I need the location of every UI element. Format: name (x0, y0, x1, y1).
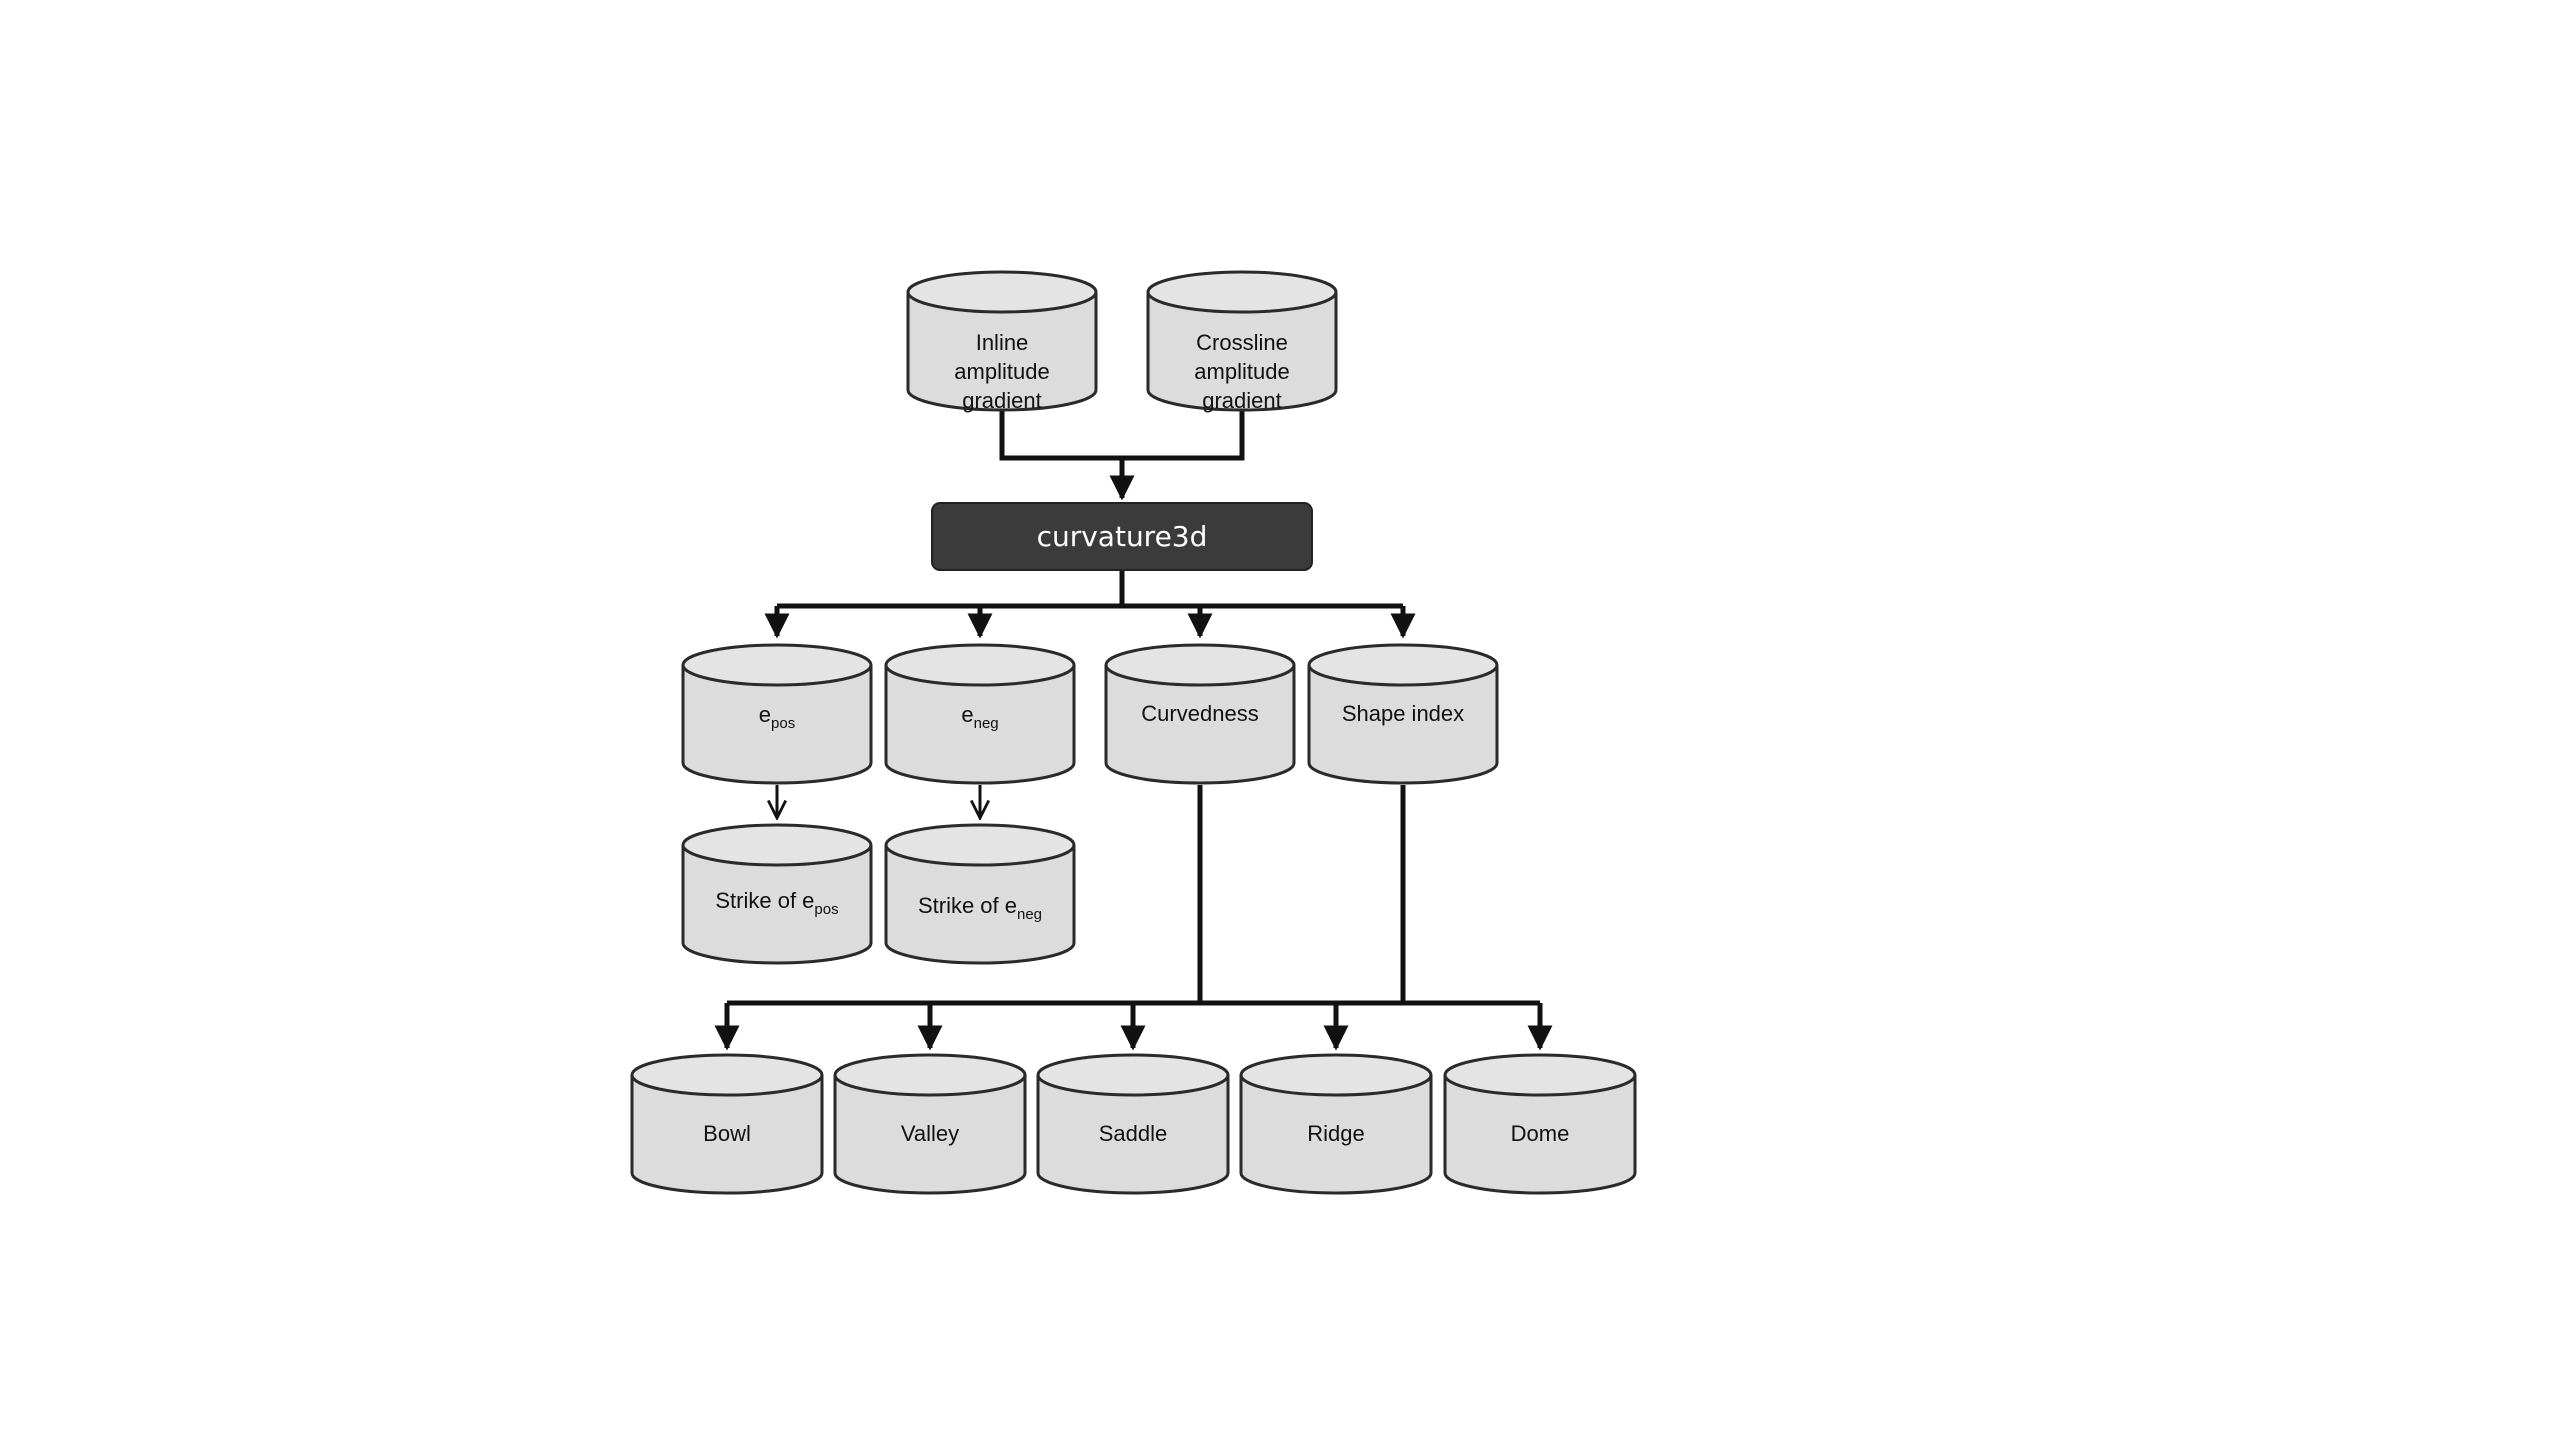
strike-neg-subscript: neg (1017, 906, 1042, 923)
dome-label: Dome (1511, 1121, 1570, 1146)
strike-neg-prefix: Strike of e (918, 893, 1017, 918)
strike-connectors (777, 785, 980, 818)
crossline-label-line1: Crossline (1196, 330, 1288, 355)
process-box: curvature3d (931, 502, 1313, 571)
shape-index-cylinder: Shape index (1307, 643, 1499, 785)
input-inline-cylinder: Inline amplitude gradient (906, 270, 1098, 413)
shape-connectors (714, 785, 1553, 1051)
e-neg-cylinder: eneg (884, 643, 1076, 785)
input-crossline-cylinder: Crossline amplitude gradient (1146, 270, 1338, 413)
strike-pos-label: Strike of epos (715, 888, 838, 918)
strike-pos-subscript: pos (814, 901, 838, 918)
valley-cylinder: Valley (833, 1053, 1027, 1195)
e-neg-label: eneg (961, 702, 998, 732)
crossline-label-line3: gradient (1202, 388, 1282, 413)
e-neg-base: e (961, 702, 973, 727)
crossline-label-line2: amplitude (1194, 359, 1289, 384)
saddle-cylinder: Saddle (1036, 1053, 1230, 1195)
inline-label-line3: gradient (962, 388, 1042, 413)
inline-label-line2: amplitude (954, 359, 1049, 384)
e-pos-subscript: pos (771, 715, 795, 732)
strike-pos-cylinder: Strike of epos (681, 823, 873, 965)
dome-cylinder: Dome (1443, 1053, 1637, 1195)
strike-pos-prefix: Strike of e (715, 888, 814, 913)
ridge-cylinder: Ridge (1239, 1053, 1433, 1195)
strike-neg-label: Strike of eneg (918, 893, 1042, 923)
ridge-label: Ridge (1307, 1121, 1364, 1146)
e-pos-base: e (759, 702, 771, 727)
e-pos-label: epos (759, 702, 795, 732)
bowl-cylinder: Bowl (630, 1053, 824, 1195)
input-connectors (999, 410, 1245, 501)
curvedness-cylinder: Curvedness (1104, 643, 1296, 785)
process-label: curvature3d (1037, 520, 1208, 553)
valley-label: Valley (901, 1121, 959, 1146)
e-neg-subscript: neg (974, 715, 999, 732)
strike-neg-cylinder: Strike of eneg (884, 823, 1076, 965)
bowl-label: Bowl (703, 1121, 751, 1146)
saddle-label: Saddle (1099, 1121, 1168, 1146)
shape-index-label: Shape index (1342, 701, 1464, 726)
e-pos-cylinder: epos (681, 643, 873, 785)
inline-label-line1: Inline (976, 330, 1029, 355)
output-connectors (764, 570, 1416, 639)
curvedness-label: Curvedness (1141, 701, 1258, 726)
